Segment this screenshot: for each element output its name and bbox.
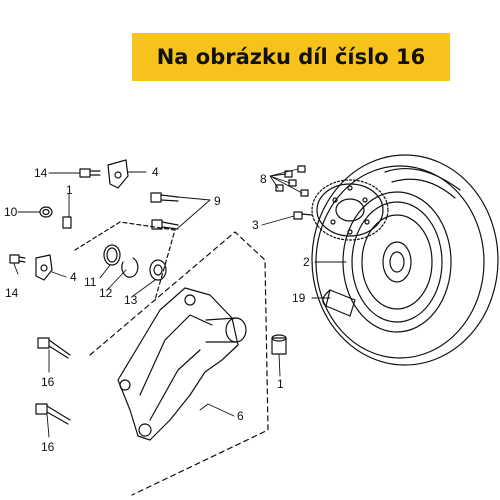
bolt-16-lower: [35, 403, 71, 425]
label-12: 12: [99, 286, 113, 300]
banner-title: Na obrázku díl číslo 16: [156, 45, 426, 69]
label-16-upper: 16: [41, 375, 55, 389]
bolt-16-upper: [37, 337, 71, 359]
bracket-clip-4-top: [107, 159, 129, 189]
bolt-14-left: [9, 254, 26, 264]
label-1-right: 1: [277, 377, 284, 391]
part-number-banner: Na obrázku díl číslo 16: [132, 33, 450, 81]
collar-1-right: [271, 334, 287, 355]
nut-10: [39, 206, 53, 218]
label-16-lower: 16: [41, 440, 55, 454]
label-14-left: 14: [5, 286, 19, 300]
bolt-9-upper: [150, 192, 179, 203]
bolt-14-top: [79, 168, 101, 178]
bolt-9-lower: [151, 219, 179, 230]
label-4-top: 4: [152, 165, 159, 179]
collar-1-top: [62, 216, 72, 229]
seal-group-outline: [74, 221, 176, 301]
rear-wheel: [311, 154, 499, 366]
oil-seal: [103, 244, 121, 266]
bracket-clip-4-left: [35, 254, 53, 281]
brake-disc: [311, 179, 389, 241]
label-2: 2: [303, 255, 310, 269]
screw-3: [293, 211, 313, 220]
label-3: 3: [252, 218, 259, 232]
bearing: [149, 259, 167, 281]
label-8: 8: [260, 172, 267, 186]
label-1-top: 1: [66, 183, 73, 197]
label-11: 11: [84, 275, 97, 289]
swing-arm-bracket: [117, 287, 247, 441]
label-14-top: 14: [34, 166, 48, 180]
label-13: 13: [124, 293, 138, 307]
label-4-left: 4: [70, 270, 77, 284]
label-6: 6: [237, 409, 244, 423]
label-10: 10: [4, 205, 18, 219]
label-19: 19: [292, 291, 306, 305]
bracket-outline: [89, 231, 269, 496]
label-9: 9: [214, 194, 221, 208]
circlip: [121, 257, 139, 278]
